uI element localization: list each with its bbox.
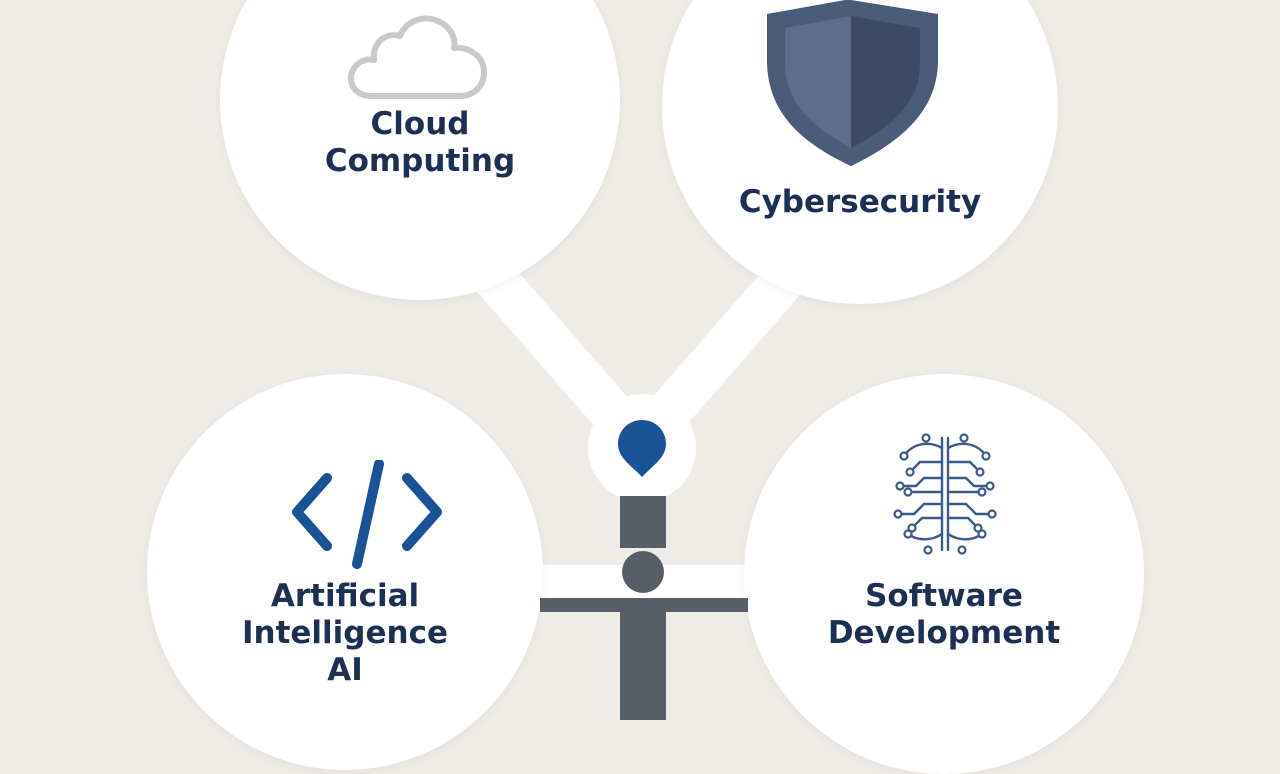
cloud-icon: [347, 15, 487, 99]
node-cloud-line2: Computing: [324, 143, 516, 179]
node-ai-line2: Intelligence: [241, 615, 448, 651]
node-cloud-label: Cloud Computing: [220, 106, 620, 180]
node-cloud-line1: Cloud: [370, 106, 470, 142]
node-security-label: Cybersecurity: [662, 184, 1058, 221]
node-artificial-intelligence: Artificial Intelligence AI: [147, 374, 543, 770]
node-ai-label: Artificial Intelligence AI: [147, 578, 543, 689]
node-software-development: Software Development: [744, 374, 1144, 774]
location-pin-icon: [618, 420, 666, 477]
crossbar: [540, 598, 748, 612]
node-software-label: Software Development: [744, 578, 1144, 652]
node-software-line1: Software: [865, 578, 1023, 614]
tech-domains-diagram: Cloud Computing Cybersecurity Artificial…: [147, 0, 1144, 774]
node-ai-line3: AI: [327, 652, 363, 688]
stem-upper: [620, 496, 666, 548]
node-ai-line1: Artificial: [270, 578, 420, 614]
node-cybersecurity: Cybersecurity: [662, 0, 1058, 304]
stem-lower: [620, 612, 666, 720]
brain-circuit-icon: [893, 433, 997, 555]
hub-figure: [540, 394, 748, 720]
shield-icon: [767, 0, 938, 166]
node-software-line2: Development: [827, 615, 1061, 651]
node-security-line1: Cybersecurity: [738, 184, 982, 220]
stem-joint: [622, 551, 664, 593]
code-brackets-icon: [292, 460, 442, 569]
